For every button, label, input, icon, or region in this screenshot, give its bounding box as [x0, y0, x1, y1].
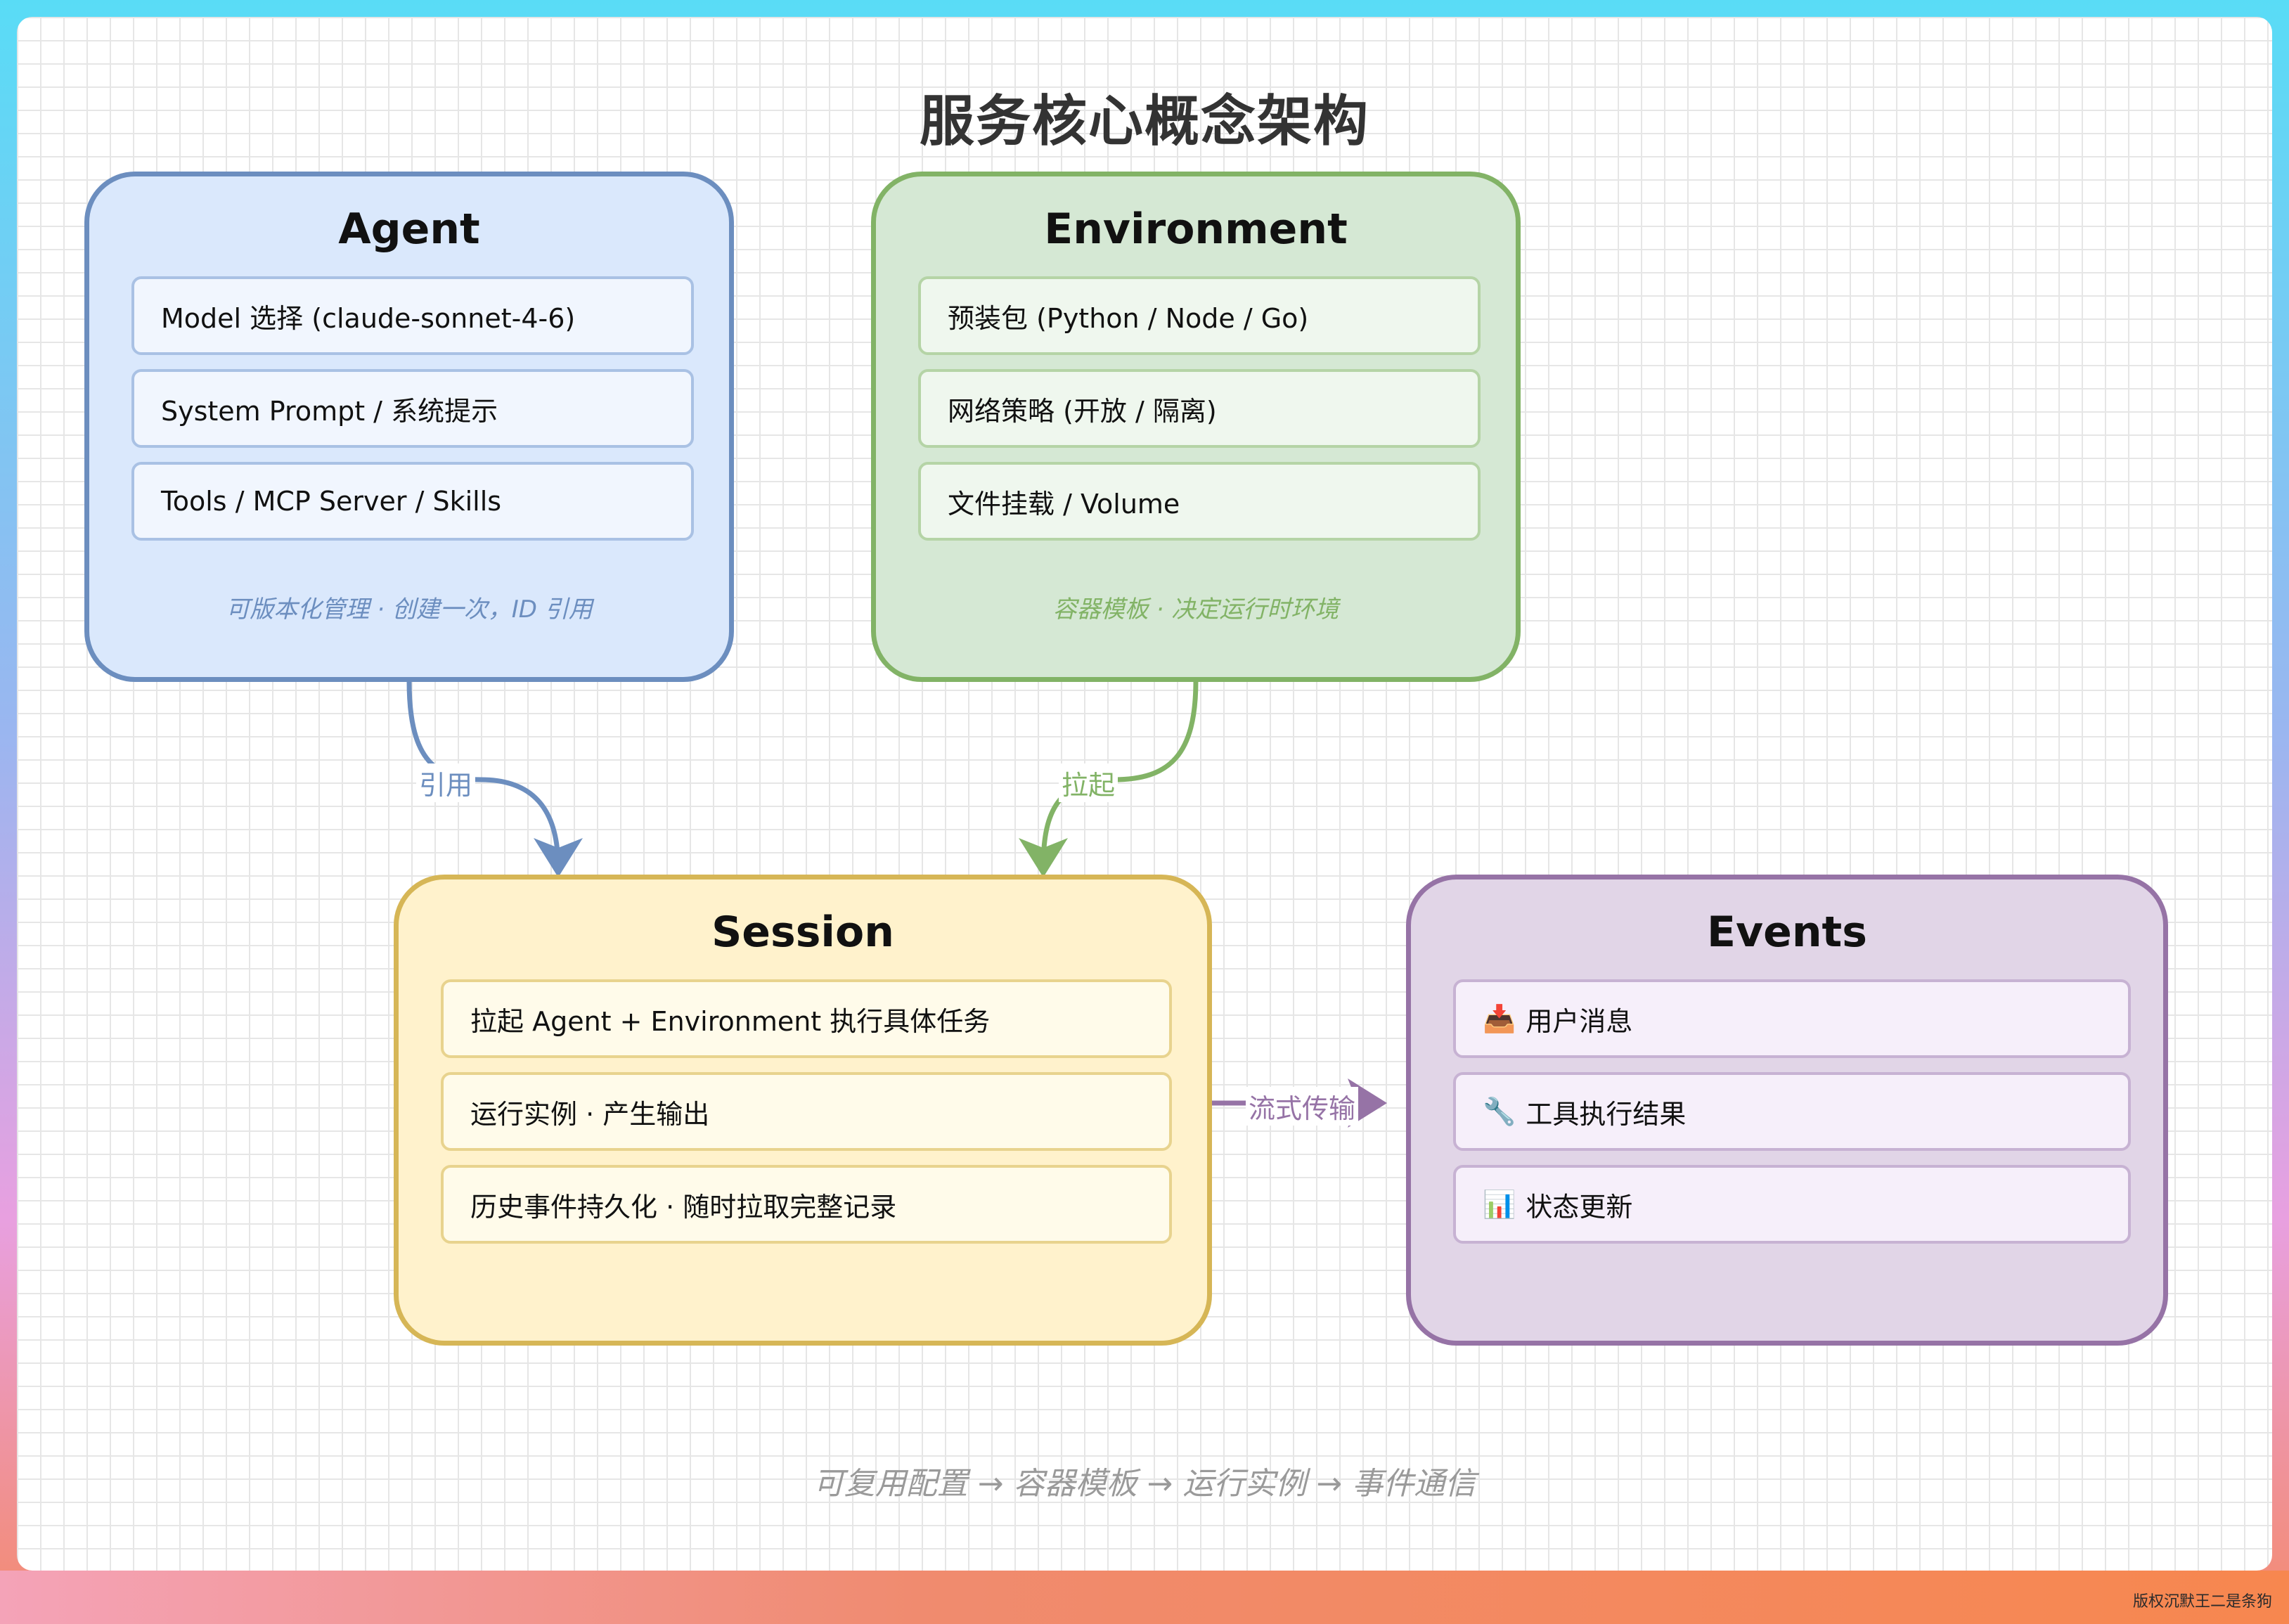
events-box: Events 📥 用户消息 🔧 工具执行结果 📊 状态更新	[1406, 875, 2168, 1346]
session-item-launch: 拉起 Agent + Environment 执行具体任务	[441, 979, 1172, 1058]
session-item-runtime: 运行实例 · 产生输出	[441, 1072, 1172, 1151]
agent-box: Agent Model 选择 (claude-sonnet-4-6) Syste…	[84, 172, 734, 682]
diagram-canvas: 服务核心概念架构 引用 拉起 流式传输 Agent Model 选择 (clau…	[17, 17, 2272, 1571]
events-item-user-message: 📥 用户消息	[1453, 979, 2131, 1058]
watermark: 版权沉默王二是条狗	[2132, 1593, 2272, 1611]
edge-label-launch: 拉起	[1059, 763, 1118, 802]
events-item-tool-result: 🔧 工具执行结果	[1453, 1072, 2131, 1151]
agent-title: Agent	[338, 205, 480, 254]
environment-item-volume: 文件挂载 / Volume	[918, 462, 1481, 541]
agent-item-model: Model 选择 (claude-sonnet-4-6)	[131, 276, 694, 355]
diagram-title: 服务核心概念架构	[919, 90, 1369, 153]
footer-caption: 可复用配置 → 容器模板 → 运行实例 → 事件通信	[813, 1466, 1476, 1502]
environment-title: Environment	[1044, 205, 1348, 254]
edge-label-streaming: 流式传输	[1246, 1087, 1359, 1126]
session-title: Session	[711, 908, 894, 957]
edge-label-reference: 引用	[416, 763, 476, 802]
agent-item-tools: Tools / MCP Server / Skills	[131, 462, 694, 541]
wrench-icon: 🔧	[1483, 1095, 1516, 1127]
events-item-label: 用户消息	[1526, 1005, 1633, 1037]
agent-item-system-prompt: System Prompt / 系统提示	[131, 369, 694, 448]
session-box: Session 拉起 Agent + Environment 执行具体任务 运行…	[394, 875, 1212, 1346]
environment-item-network: 网络策略 (开放 / 隔离)	[918, 369, 1481, 448]
inbox-icon: 📥	[1483, 1003, 1516, 1034]
session-item-history: 历史事件持久化 · 随时拉取完整记录	[441, 1165, 1172, 1244]
environment-note: 容器模板 · 决定运行时环境	[1052, 595, 1339, 624]
environment-box: Environment 预装包 (Python / Node / Go) 网络策…	[871, 172, 1521, 682]
bottom-bar: 版权沉默王二是条狗	[0, 1571, 2289, 1624]
bar-chart-icon: 📊	[1483, 1188, 1516, 1220]
edge-agent-to-session	[406, 680, 583, 877]
events-item-status-update: 📊 状态更新	[1453, 1165, 2131, 1244]
events-item-label: 工具执行结果	[1526, 1098, 1687, 1130]
environment-item-packages: 预装包 (Python / Node / Go)	[918, 276, 1481, 355]
events-item-label: 状态更新	[1526, 1191, 1633, 1223]
agent-note: 可版本化管理 · 创建一次，ID 引用	[226, 595, 593, 624]
events-title: Events	[1707, 908, 1867, 957]
